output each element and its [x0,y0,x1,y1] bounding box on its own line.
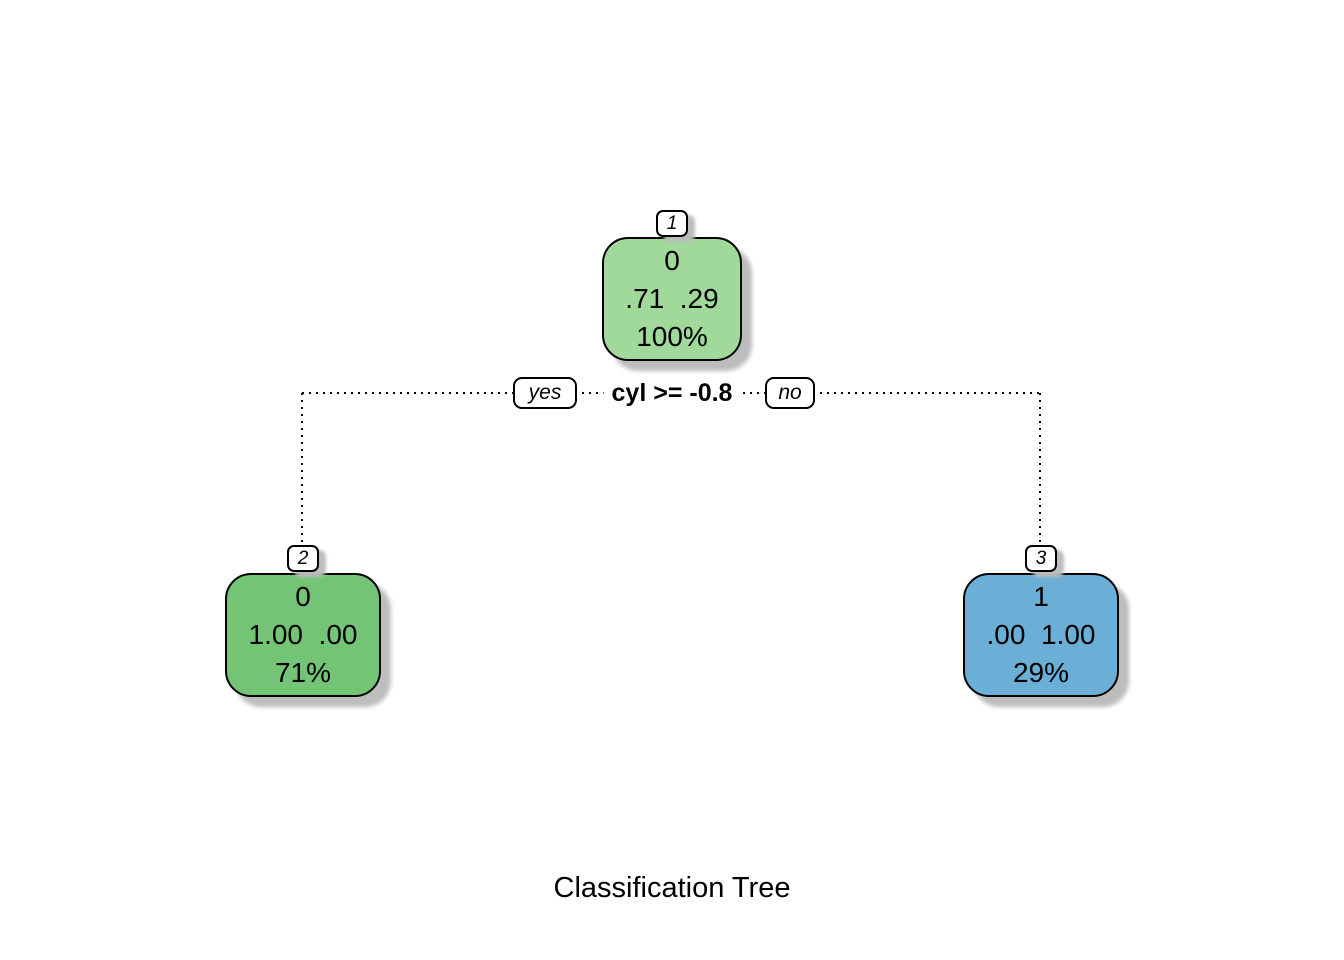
yes-branch-label: yes [513,377,577,409]
node-1-root: 0 .71 .29 100% [602,237,742,361]
branch-vertical-line-left [301,393,303,546]
node-2-left-leaf: 0 1.00 .00 71% [225,573,381,697]
plot-title: Classification Tree [553,872,791,904]
node-2-number-badge: 2 [287,545,319,572]
branch-vertical-line-right [1039,393,1041,546]
node-1-number-badge: 1 [656,210,688,237]
node-1-predicted-class: 0 [664,245,680,276]
node-3-right-leaf: 1 .00 1.00 29% [963,573,1119,697]
node-2-probabilities: 1.00 .00 [248,619,358,650]
yes-label-text: yes [528,381,562,404]
node-3-probabilities: .00 1.00 [986,619,1096,650]
no-label-text: no [778,381,802,404]
node-3-coverage: 29% [1012,657,1070,688]
node-1-coverage: 100% [636,321,708,352]
node-3-number: 3 [1035,547,1047,569]
node-3-predicted-class: 1 [1033,581,1049,612]
node-3-number-badge: 3 [1025,545,1057,572]
split-condition-label: cyl >= -0.8 [603,379,741,408]
node-1-probabilities: .71 .29 [625,283,719,314]
node-2-predicted-class: 0 [295,581,311,612]
node-2-number: 2 [297,547,309,569]
no-branch-label: no [765,377,815,409]
node-1-number: 1 [666,212,678,234]
node-2-coverage: 71% [274,657,332,688]
